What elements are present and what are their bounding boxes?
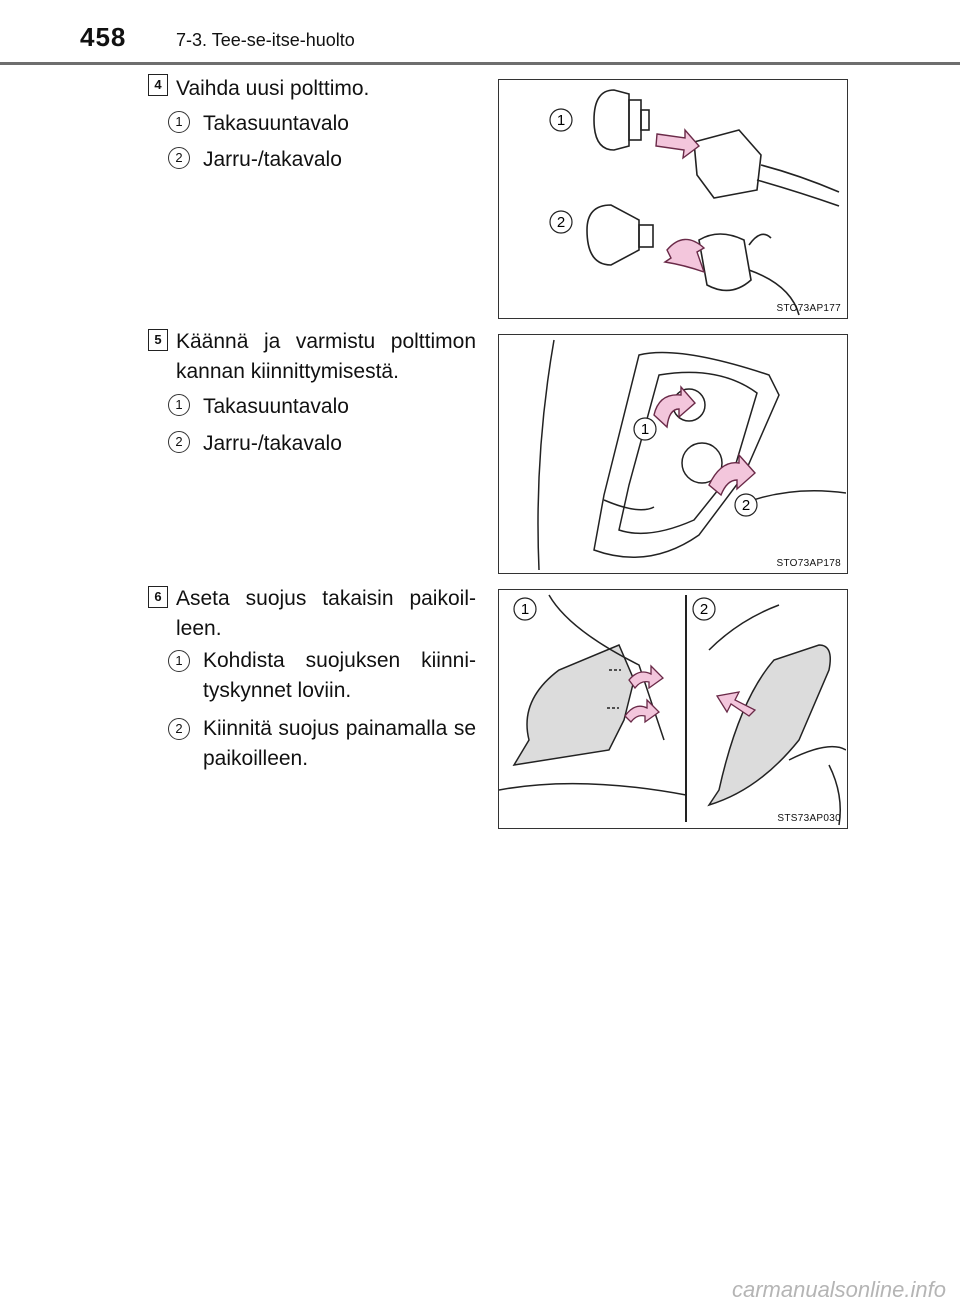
step-5-item-2-text: Jarru-/takavalo — [203, 432, 342, 455]
arrow-clip-1-graphic — [628, 664, 665, 690]
wedge-bulb-illustration — [593, 89, 840, 207]
figure-5-callout-1: 1 — [641, 421, 649, 438]
step-5-item-2-number: 2 — [168, 431, 190, 453]
step-6-item-2-number: 2 — [168, 718, 190, 740]
figure-bulb-replacement: 1 2 STO73AP177 — [498, 79, 848, 319]
figure-socket-rotation: 1 2 STO73AP178 — [498, 334, 848, 574]
step-5-text: Käännä ja varmistu polttimon kannan kiin… — [176, 330, 476, 383]
step-4-item-2-text: Jarru-/takavalo — [203, 148, 342, 171]
figure-cover-refit: 1 2 STS73AP030 — [498, 589, 848, 829]
arrow-clip-2-graphic — [624, 698, 661, 724]
arrow-socket-2-graphic — [708, 453, 756, 497]
cover-left-illustration — [499, 594, 687, 796]
step-badge-6: 6 — [148, 586, 168, 608]
header-rule — [0, 62, 960, 65]
step-6-item-1-number: 1 — [168, 650, 190, 672]
step-5-item-1-number: 1 — [168, 394, 190, 416]
step-badge-4: 4 — [148, 74, 168, 96]
arrow-socket-1-graphic — [653, 385, 696, 429]
section-title: 7-3. Tee-se-itse-huolto — [176, 30, 355, 50]
arrow-press-graphic — [715, 691, 757, 717]
lamp-housing-illustration — [537, 339, 846, 571]
step-badge-5: 5 — [148, 329, 168, 351]
step-4-text: Vaihda uusi polttimo. — [176, 77, 370, 100]
step-5-item-1-text: Takasuuntavalo — [203, 395, 349, 418]
figure-6-callout-2: 2 — [700, 601, 708, 618]
cover-right-illustration — [707, 604, 846, 826]
tail-bulb-illustration — [586, 204, 800, 316]
figure-5-code: STO73AP178 — [776, 558, 841, 569]
step-4-item-2-number: 2 — [168, 147, 190, 169]
arrow-2-graphic — [663, 238, 706, 274]
figure-4-code: STO73AP177 — [776, 303, 841, 314]
page-number: 458 — [80, 22, 127, 52]
figure-5-callout-2: 2 — [742, 497, 750, 514]
step-6-text: Aseta suojus takaisin paikoil­leen. — [176, 587, 476, 640]
figure-4-callout-2: 2 — [557, 214, 565, 231]
step-4-item-1-number: 1 — [168, 111, 190, 133]
watermark: carmanualsonline.info — [731, 1277, 946, 1302]
figure-6-code: STS73AP030 — [777, 813, 841, 824]
arrow-1-graphic — [655, 128, 701, 160]
step-6-item-1-text: Kohdista suojuksen kiinni­tyskynnet lovi… — [203, 649, 476, 702]
figure-4-callout-1: 1 — [557, 112, 565, 129]
step-4-item-1-text: Takasuuntavalo — [203, 112, 349, 135]
step-6-item-2-text: Kiinnitä suojus painamalla se paikoillee… — [203, 717, 476, 770]
figure-6-callout-1: 1 — [521, 601, 529, 618]
